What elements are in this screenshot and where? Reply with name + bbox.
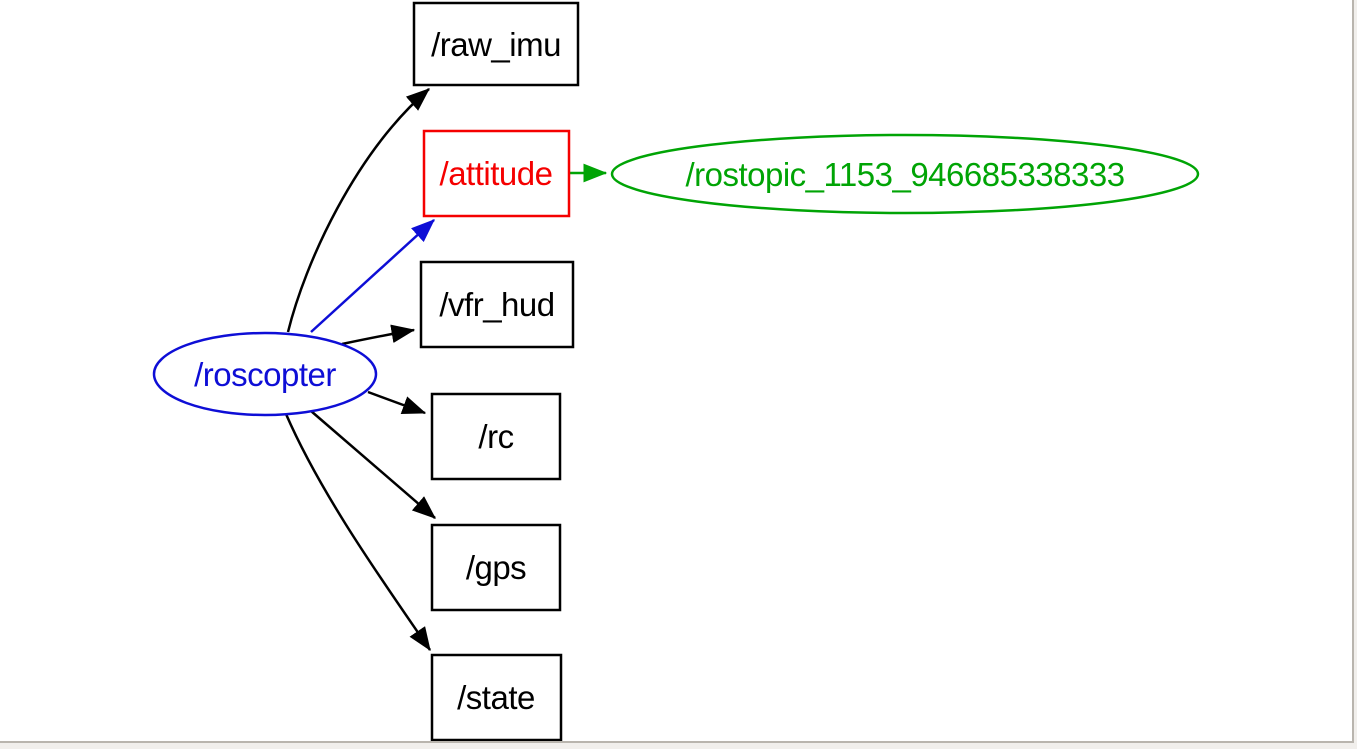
state-box[interactable] xyxy=(430,653,563,741)
edge-roscopter-gps xyxy=(310,410,436,519)
node-raw-imu[interactable]: /raw_imu xyxy=(412,1,580,87)
node-attitude[interactable]: /attitude xyxy=(422,129,571,218)
rc-box[interactable] xyxy=(430,392,562,481)
vfr-hud-label: /vfr_hud xyxy=(439,286,554,323)
edge-roscopter-vfr-hud xyxy=(341,324,416,346)
edges xyxy=(284,88,608,652)
roscopter-ellipse[interactable] xyxy=(152,331,378,417)
gps-box[interactable] xyxy=(430,523,562,612)
roscopter-label: /roscopter xyxy=(194,356,336,393)
edge-roscopter-raw-imu xyxy=(286,88,430,333)
node-roscopter[interactable]: /roscopter xyxy=(152,331,378,417)
rostopic-ellipse[interactable] xyxy=(610,133,1200,215)
raw-imu-label: /raw_imu xyxy=(431,26,561,63)
rostopic-label: /rostopic_1153_946685338333 xyxy=(685,156,1124,193)
state-label: /state xyxy=(457,679,535,716)
edge-roscopter-state xyxy=(284,413,432,652)
vfr-hud-box[interactable] xyxy=(419,260,575,349)
node-rc[interactable]: /rc xyxy=(430,392,562,481)
gps-label: /gps xyxy=(466,549,526,586)
node-rostopic[interactable]: /rostopic_1153_946685338333 xyxy=(610,133,1200,215)
raw-imu-box[interactable] xyxy=(412,1,580,87)
edge-roscopter-rc xyxy=(367,390,427,415)
attitude-box[interactable] xyxy=(422,129,571,218)
attitude-label: /attitude xyxy=(440,155,553,192)
rc-label: /rc xyxy=(478,418,513,455)
node-state[interactable]: /state xyxy=(430,653,563,741)
node-vfr-hud[interactable]: /vfr_hud xyxy=(419,260,575,349)
node-gps[interactable]: /gps xyxy=(430,523,562,612)
edge-roscopter-attitude xyxy=(310,219,435,333)
